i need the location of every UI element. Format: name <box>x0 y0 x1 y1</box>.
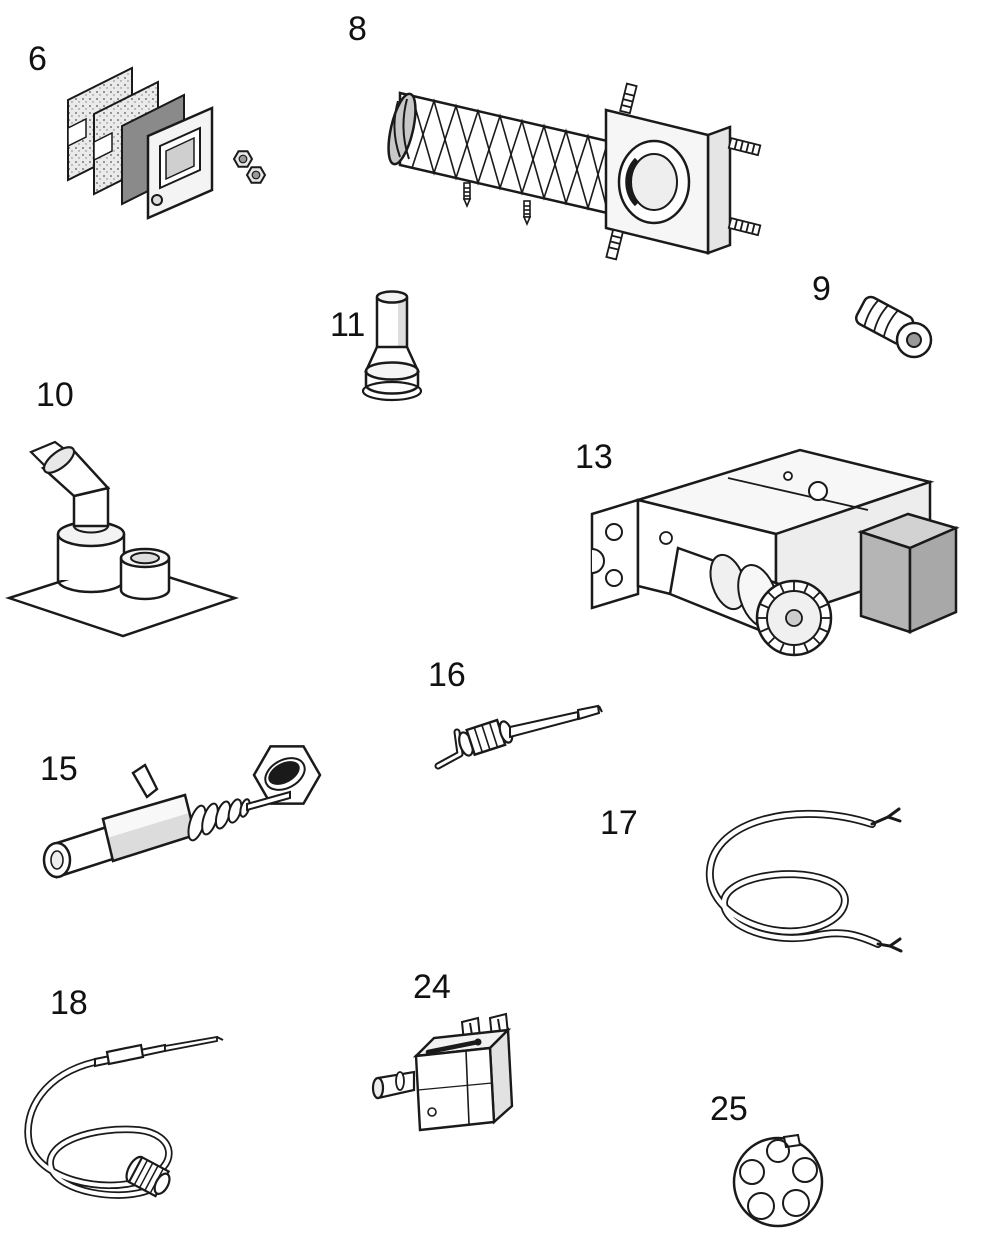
micro-switch-icon <box>366 1010 531 1150</box>
gas-valve-unit-drawing <box>590 448 960 657</box>
part-16-label: 16 <box>428 656 466 694</box>
part-10-label: 10 <box>36 376 74 414</box>
thermocouple-coil-drawing <box>24 1035 224 1199</box>
part-15-label: 15 <box>40 750 78 788</box>
part-25-label: 25 <box>710 1090 748 1128</box>
micro-switch-drawing <box>371 1012 514 1132</box>
part-9-label: 9 <box>812 270 831 308</box>
ignition-cable-coil-drawing <box>705 807 903 953</box>
thermocouple-coil-icon <box>15 1030 245 1222</box>
ignition-electrode-drawing <box>434 704 603 770</box>
control-knob-icon <box>728 1130 830 1232</box>
magnet-unit-drawing <box>42 745 322 879</box>
part-11-label: 11 <box>330 306 366 344</box>
electrode-bushing-icon <box>358 285 436 410</box>
ignition-electrode-icon <box>426 696 611 781</box>
control-knob-drawing <box>732 1133 824 1228</box>
part-17-label: 17 <box>600 804 638 842</box>
part-24-label: 24 <box>413 968 451 1006</box>
part-8-label: 8 <box>348 10 367 48</box>
burner-tube-assembly-icon <box>378 55 762 261</box>
gas-valve-unit-icon <box>578 436 968 668</box>
burner-tube-assembly-drawing <box>387 82 762 261</box>
pilot-burner-base-icon <box>4 438 240 648</box>
gasket-plate-set-drawing <box>67 66 267 220</box>
nozzle-fitting-drawing <box>854 295 933 359</box>
ignition-cable-coil-icon <box>688 796 903 958</box>
part-18-label: 18 <box>50 984 88 1022</box>
nozzle-fitting-icon <box>848 288 943 368</box>
part-6-label: 6 <box>28 40 47 78</box>
gasket-plate-set-icon <box>60 62 270 227</box>
magnet-unit-icon <box>35 733 330 898</box>
part-13-label: 13 <box>575 438 613 476</box>
pilot-burner-base-drawing <box>4 440 240 638</box>
electrode-bushing-drawing <box>361 290 423 402</box>
